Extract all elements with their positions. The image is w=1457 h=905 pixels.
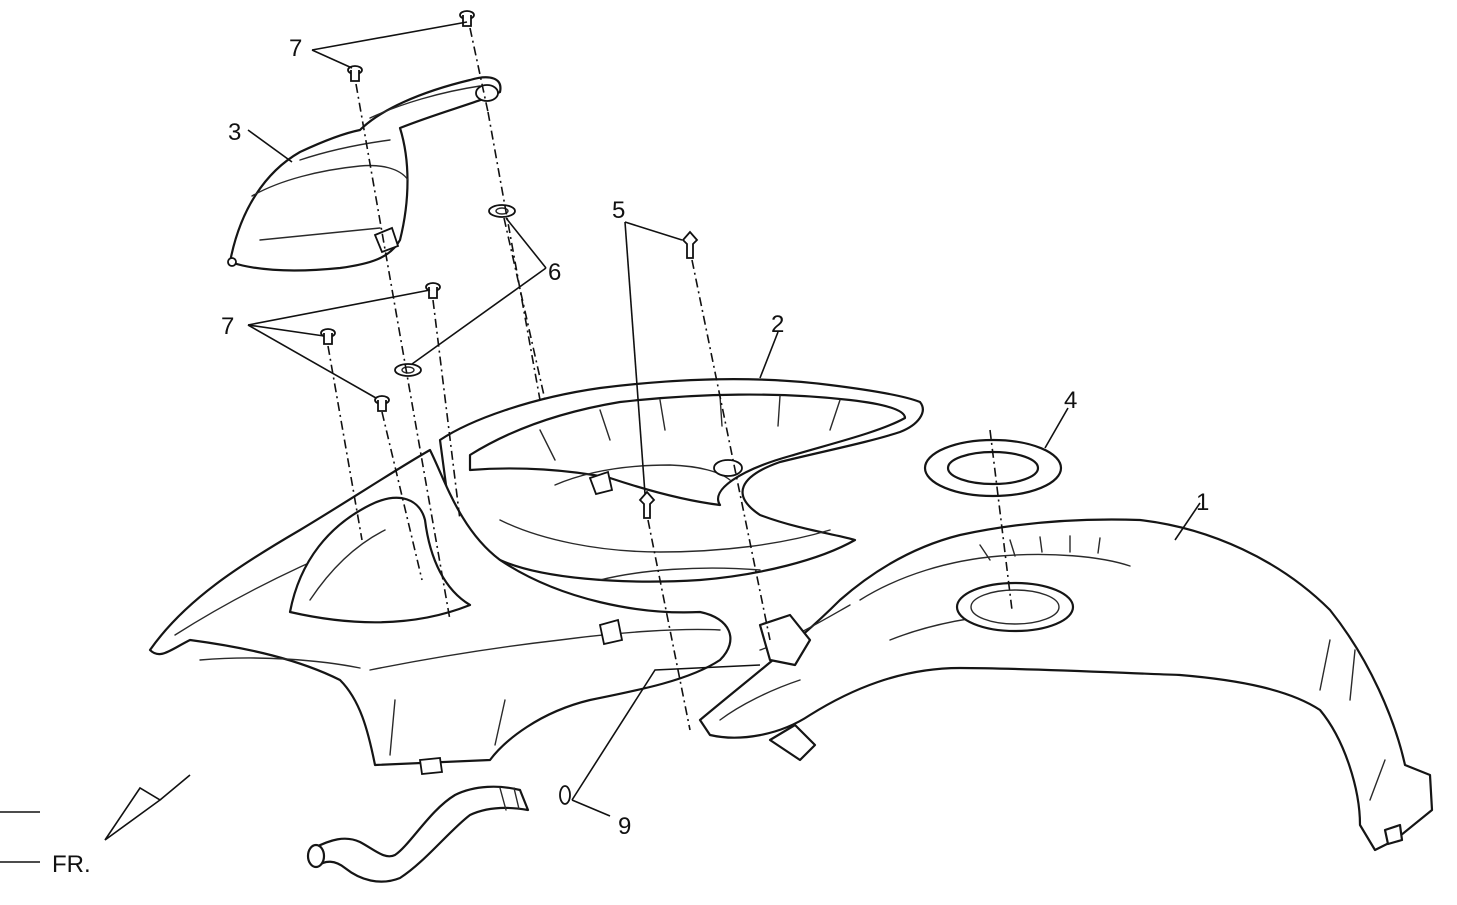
- callout-4: 4: [1064, 387, 1077, 414]
- callout-5: 5: [612, 197, 625, 224]
- screw-7-mid-left: [320, 328, 336, 345]
- callout-3: 3: [228, 119, 241, 146]
- callout-2: 2: [771, 311, 784, 338]
- callout-labels: 1 2 3 4 5 6 7 7 9: [221, 35, 1209, 840]
- screw-7-top-right: [459, 10, 475, 27]
- clip-6-lower: [394, 363, 422, 377]
- screw-7-mid-right: [425, 282, 441, 299]
- clip-6-upper: [488, 204, 516, 218]
- front-body-panel: [148, 448, 732, 775]
- fastener-screws: [320, 10, 699, 519]
- part-4-gasket-ring: [923, 438, 1063, 498]
- part-1-floor-panel: [698, 518, 1434, 852]
- callout-leader-lines: [247, 21, 1201, 817]
- part-2-inner-cover: [438, 378, 924, 583]
- screw-7-top-left: [347, 65, 363, 82]
- callout-7-top: 7: [289, 35, 302, 62]
- part-9-hose: [306, 785, 571, 883]
- front-direction-indicator: FR.: [0, 774, 191, 878]
- rivet-5-upper: [681, 230, 699, 259]
- screw-7-lower: [374, 395, 390, 412]
- callout-6: 6: [548, 259, 561, 286]
- part-3-upper-cover: [227, 76, 502, 272]
- rivet-5-lower: [638, 490, 656, 519]
- assembly-axes: [327, 27, 1013, 731]
- callout-1: 1: [1196, 489, 1209, 516]
- front-direction-label: FR.: [52, 851, 91, 878]
- callout-7-middle: 7: [221, 313, 234, 340]
- callout-9: 9: [618, 813, 631, 840]
